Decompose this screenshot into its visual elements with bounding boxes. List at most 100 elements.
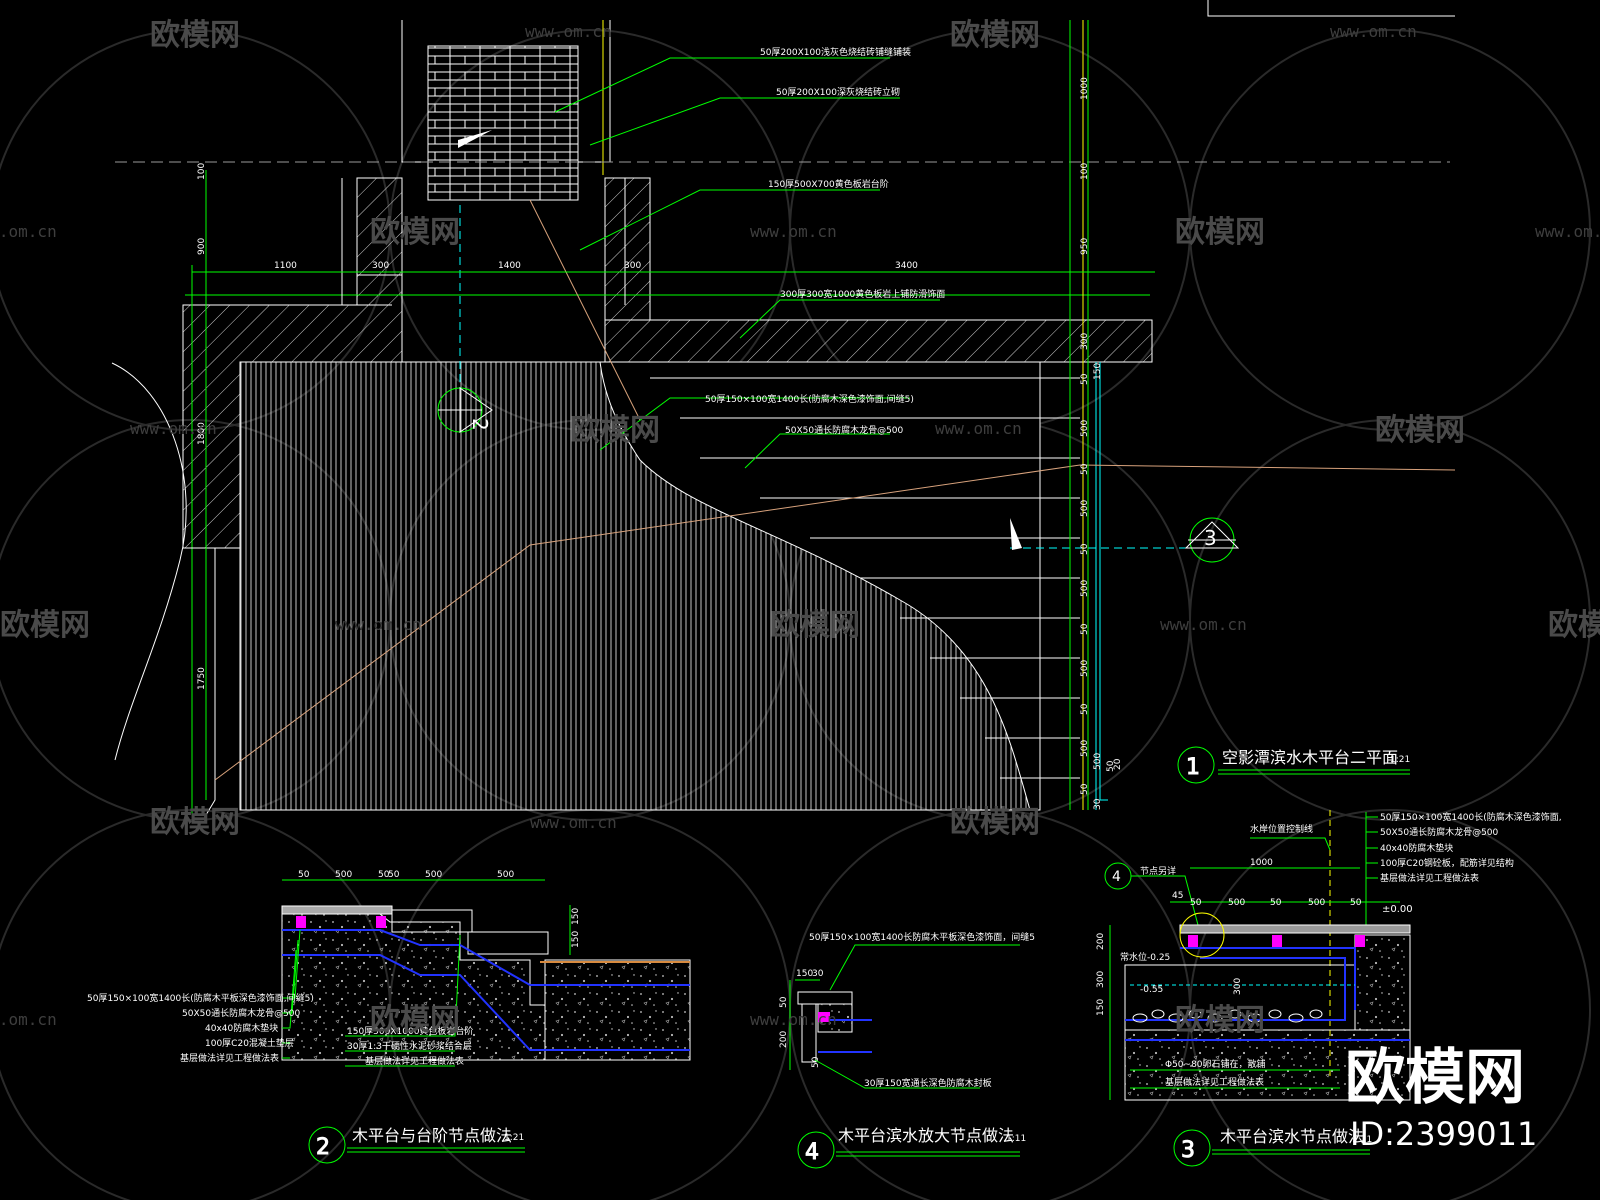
brick-pillar: [427, 45, 579, 201]
detail2-dim-2: 500: [335, 870, 352, 880]
plan-dim-right-15: 500: [1080, 740, 1090, 757]
detail3-label-right-5: 基层做法详见工程做法表: [1380, 872, 1479, 884]
plan-callout-leaders: [554, 57, 940, 469]
watermark-url: www.om.cn: [0, 222, 57, 241]
detail3-deck-board: [1179, 924, 1411, 934]
detail4-fascia: [801, 1003, 817, 1063]
detail4-title-block: 4 木平台滨水放大节点做法 1:11: [797, 1126, 1026, 1169]
direction-arrow-top: [458, 130, 492, 148]
plan-dim-right-14: 50: [1080, 703, 1090, 715]
detail2-label-left-4: 100厚C20混凝土垫层: [205, 1037, 294, 1049]
detail4-deck-board: [797, 991, 853, 1005]
detail3-label-right-4: 100厚C20钢砼板，配筋详见结构: [1380, 857, 1514, 869]
detail2-title-block: 2 木平台与台阶节点做法 1:21: [308, 1126, 525, 1164]
detail3-node-ref-number: 4: [1112, 869, 1121, 885]
detail3-label-bottom-2: 基层做法详见工程做法表: [1165, 1076, 1264, 1088]
watermark-url: www.om.cn: [0, 1010, 57, 1029]
detail3-title-block: 3 木平台滨水节点做法 1:21: [1173, 1127, 1372, 1167]
watermark-id: ID:2399011: [1350, 1115, 1537, 1153]
detail3-dim-2: 50: [1190, 898, 1202, 908]
detail3-retaining-wall: [1354, 934, 1411, 1031]
watermark-url: www.om.cn: [525, 22, 612, 41]
detail2-deck-board: [281, 905, 393, 915]
watermark-brand: 欧模网: [950, 18, 1040, 53]
detail3-label-right-2: 50X50通长防腐木龙骨@500: [1380, 826, 1499, 838]
section-marker-2: 2: [437, 387, 493, 433]
detail3-dim-1: 45: [1172, 891, 1183, 901]
detail4-scale: 1:11: [1006, 1134, 1026, 1144]
detail2-dim-1: 50: [298, 870, 310, 880]
detail4-label-top: 50厚150×100宽1400长防腐木平板深色漆饰面，间缝5: [809, 931, 1035, 943]
detail3-title: 木平台滨水节点做法: [1220, 1127, 1364, 1146]
watermark-url: www.om.cn: [530, 813, 617, 832]
detail2-dim-right-1: 150: [571, 931, 581, 948]
detail2-dimension-line: [282, 879, 571, 955]
detail3-dim-inner: 300: [1233, 978, 1243, 995]
detail2-dim-4: 50: [388, 870, 400, 880]
plan-callout-6: 50X50通长防腐木龙骨@500: [785, 424, 904, 436]
watermark-brand: 欧模网: [1175, 1003, 1265, 1038]
watermark-brand: 欧模网: [770, 608, 860, 643]
detail2-label-left-5: 基层做法详见工程做法表: [180, 1052, 279, 1064]
plan-dim-right-3: 950: [1080, 238, 1090, 255]
detail3-dim-4: 50: [1270, 898, 1282, 908]
detail2-dim-5: 500: [425, 870, 442, 880]
detail3-node-ref-label: 节点另详: [1140, 865, 1176, 877]
plan-callout-3: 150厚500X700黄色板岩台阶: [768, 178, 889, 190]
plan-dim-right-10: 50: [1080, 543, 1090, 555]
plan-dim-left-1: 100: [197, 163, 207, 180]
watermark-brand: 欧模网: [950, 805, 1040, 840]
plan-dim-right-18: 50: [1106, 760, 1116, 772]
detail2-label-mid-3: 基层做法详见工程做法表: [365, 1055, 464, 1067]
watermark-url: www.om.cn: [1535, 222, 1600, 241]
plan-dim-right-20: 20: [1113, 758, 1123, 770]
watermark-brand: 欧模网: [370, 215, 460, 250]
plan-dim-right-6: 150: [1093, 363, 1103, 380]
detail3-pebbles: [1132, 1009, 1323, 1023]
detail3-dim-left-3: 150: [1096, 999, 1106, 1016]
detail2-dim-right-2: 150: [571, 908, 581, 925]
detail4-dim-4: 200: [779, 1031, 789, 1048]
detail2-ground: [281, 913, 546, 1061]
joist-lines: [650, 377, 1080, 779]
detail3-dim-5: 500: [1308, 898, 1325, 908]
detail3-water-level: 常水位-0.25: [1120, 951, 1170, 963]
plan-dim-right-8: 50: [1080, 463, 1090, 475]
detail2-label-mid-2: 30厚1:3干硬性水泥砂浆结合层: [347, 1040, 472, 1052]
plan-dim-right-7: 500: [1080, 420, 1090, 437]
watermark-brand: 欧模网: [570, 413, 660, 448]
detail3-pads: [1188, 935, 1365, 947]
watermark-url: www.om.cn: [1330, 22, 1417, 41]
plan-callout-1: 50厚200X100浅灰色烧结砖铺缝铺装: [760, 46, 911, 58]
detail2-label-mid-1: 150厚500X1000黄色板岩台阶: [347, 1025, 473, 1037]
detail3-node-ref: 4 节点另详: [1104, 862, 1199, 926]
watermark-brand: 欧模网: [1175, 215, 1265, 250]
plan-dim-left-3: 1800: [197, 422, 207, 445]
section-marker-3-label: 3: [1204, 526, 1217, 550]
detail3-dim-left-2: 300: [1096, 971, 1106, 988]
detail2-label-left-3: 40x40防腐木垫块: [205, 1022, 278, 1034]
plan-dim-top-4: 300: [624, 261, 641, 271]
plan-dim-left-2: 900: [197, 238, 207, 255]
detail2-label-left-2: 50X50通长防腐木龙骨@500: [182, 1007, 301, 1019]
watermark-url: www.om.cn: [750, 222, 837, 241]
detail3-title-number: 3: [1181, 1138, 1195, 1163]
direction-arrow-right: [1010, 518, 1022, 550]
plan-dim-top-2: 300: [372, 261, 389, 271]
detail2-pads: [296, 916, 386, 928]
watermark-brand: 欧模网: [1548, 608, 1600, 643]
detail3-label-right-3: 40x40防腐木垫块: [1380, 842, 1453, 854]
detail-3: 水岸位置控制线 50厚150×100宽1400长(防腐木深色漆饰面, 50X50…: [1096, 810, 1562, 1167]
plan-dim-right-9: 500: [1080, 500, 1090, 517]
detail3-dim-left-1: 200: [1096, 933, 1106, 950]
plan-callout-4: 300厚300宽1000黄色板岩上铺防滑饰面: [780, 288, 945, 300]
detail3-right-leaders: [1365, 812, 1378, 930]
plan-title-number: 1: [1186, 755, 1200, 780]
plan-view: 1100 300 1400 300 3400 100 900 1800 1750…: [111, 0, 1456, 816]
plan-dim-right-13: 500: [1080, 660, 1090, 677]
plan-dim-right-4: 300: [1080, 333, 1090, 350]
detail4-dim-2: 30: [812, 969, 824, 979]
detail-2: 50 500 50 50 500 500 150 150 50厚150×100宽…: [87, 870, 691, 1164]
detail2-leaders-left: [282, 929, 301, 1059]
